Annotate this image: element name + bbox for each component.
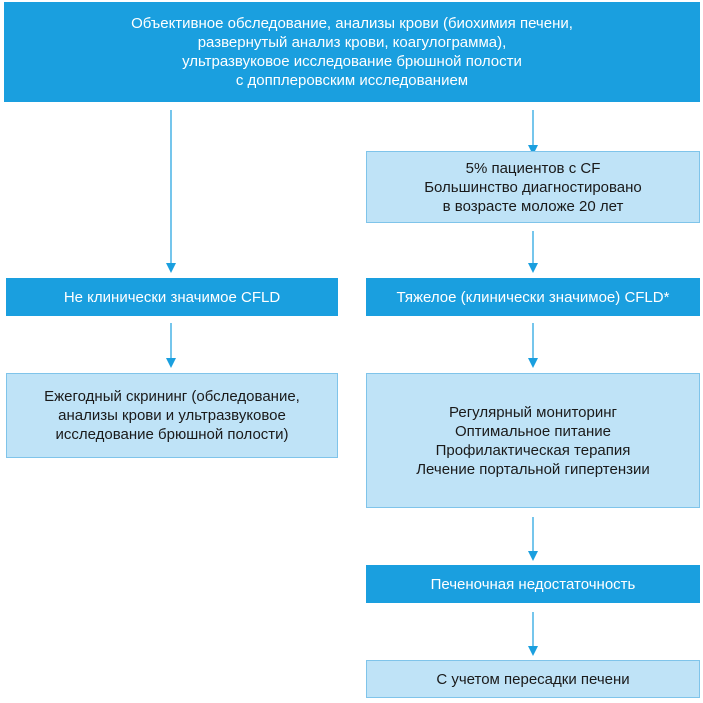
top-box-line-2: развернутый анализ крови, коагулограмма)… — [197, 34, 507, 51]
non-significant-cfld-box: Не клинически значимое CFLD — [6, 278, 338, 316]
management-line-1: Регулярный мониторинг — [449, 403, 617, 421]
prevalence-line-3: в возрасте моложе 20 лет — [442, 197, 624, 215]
prevalence-line-1: 5% пациентов с CF — [465, 159, 601, 177]
liver-failure-box: Печеночная недостаточность — [366, 565, 700, 603]
screening-line-2: анализы крови и ультразвуковое — [58, 407, 286, 424]
management-line-3: Профилактическая терапия — [435, 441, 631, 459]
management-line-2: Оптимальное питание — [455, 422, 611, 440]
severe-cfld-box: Тяжелое (клинически значимое) CFLD* — [366, 278, 700, 316]
severe-cfld-label: Тяжелое (клинически значимое) CFLD* — [396, 288, 670, 306]
prevalence-line-2: Большинство диагностировано — [424, 178, 642, 196]
liver-failure-label: Печеночная недостаточность — [430, 575, 636, 593]
top-box-line-1: Объективное обследование, анализы крови … — [131, 15, 573, 32]
top-box-line-3: ультразвуковое исследование брюшной поло… — [182, 53, 522, 70]
transplant-box: С учетом пересадки печени — [366, 660, 700, 698]
top-box-line-4: с допплеровским исследованием — [235, 72, 469, 89]
non-significant-cfld-label: Не клинически значимое CFLD — [63, 288, 281, 306]
management-box: Регулярный мониторинг Оптимальное питани… — [366, 373, 700, 508]
screening-line-1: Ежегодный скрининг (обследование, — [44, 388, 300, 405]
prevalence-box: 5% пациентов с CF Большинство диагностир… — [366, 151, 700, 223]
screening-line-3: исследование брюшной полости) — [55, 426, 289, 443]
transplant-label: С учетом пересадки печени — [436, 670, 630, 688]
top-box: Объективное обследование, анализы крови … — [4, 2, 700, 102]
screening-box: Ежегодный скрининг (обследование, анализ… — [6, 373, 338, 458]
management-line-4: Лечение портальной гипертензии — [416, 460, 650, 478]
